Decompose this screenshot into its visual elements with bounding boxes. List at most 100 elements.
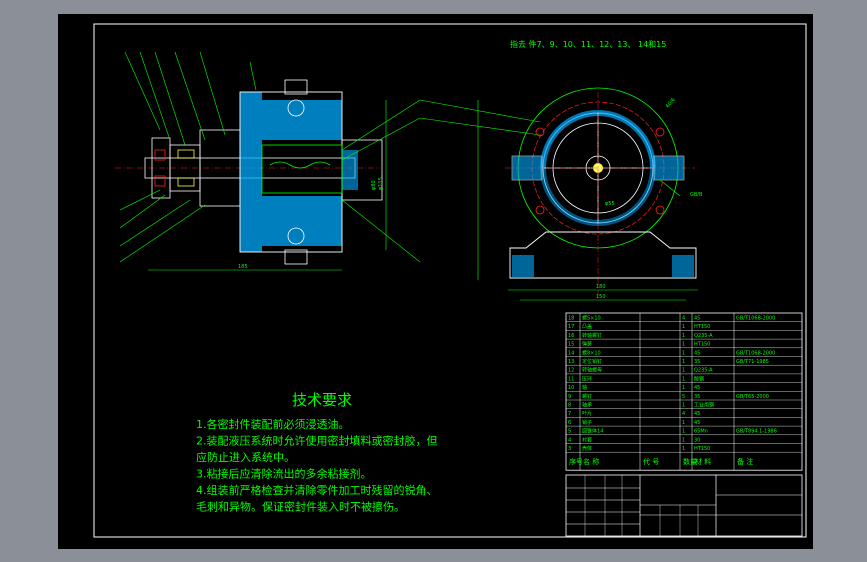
dim-base-width-2: 150 [596,294,606,300]
bom-cell: 螺钉 [582,393,592,400]
end-view: 180 150 φ55 60/6 GB/B [477,87,703,301]
bom-cell: GB/T65-2000 [736,394,769,400]
bom-cell: 酸钢 [694,375,704,382]
bom-cell: 35 [694,394,700,400]
dim-vertical-1: φ115 [378,177,384,190]
bom-cell: 4 [682,411,685,417]
bom-cell: 1 [682,437,685,443]
bom-cell: 弹簧 [582,341,592,348]
dim-length-left: 185 [238,264,248,270]
bom-cell: 工业用钢 [694,402,714,409]
bom-header-cell: 材 料 [695,457,711,466]
bom-cell: 螺5×10 [582,315,601,322]
dim-angle: 60/6 [665,97,677,109]
bom-cell: Q235-A [694,368,713,374]
bom-cell: 1 [682,429,685,435]
bom-cell: 1 [682,420,685,426]
bom-cell: HT150 [694,324,710,330]
header-note: 指去 件7、9、10、11、12、13、 14和15 [510,39,666,49]
bom-cell: 45 [694,350,700,356]
bom-cell: 螺8×10 [582,349,601,356]
bom-frame [565,312,803,471]
bom-cell: 5 [682,394,685,400]
bom-cell: 65Mn [694,429,708,435]
bom-cell: 轴 [582,384,587,391]
bom-cell: 45 [694,316,700,322]
bom-header-cell: 备 注 [737,457,753,466]
bom-cell: 转轴螺母 [582,367,602,374]
bom-cell: HT150 [694,342,710,348]
bom-header-cell: 序号 [569,457,583,466]
bom-header-cell: 名 称 [583,457,599,466]
bom-cell: 转轴螺钉 [582,332,602,339]
bom-cell: 10 [568,385,574,391]
drawing-border [93,23,807,538]
bom-cell: 6 [568,420,571,426]
bom-cell: 5 [568,429,571,435]
bom-cell: 1 [682,324,685,330]
bom-cell: Q235-A [694,333,713,339]
bom-cell: 14 [568,350,574,356]
tech-line: 1.各密封件装配前必须浸透油。 [196,417,350,431]
bom-cell: 1 [682,350,685,356]
bom-cell: 15 [568,342,574,348]
bom-header-cell: 数量 [683,457,697,466]
bom-cell: 35 [694,359,700,365]
bom-cell: 8 [568,403,571,409]
bom-cell: 壳体 [582,445,592,452]
bom-cell: GB/T1068-2000 [736,350,775,356]
bom-cell: 1 [682,403,685,409]
tech-line: 应防止进入系统中。 [196,450,295,464]
bom-cell: 18 [568,316,574,322]
bom-cell: 1 [682,446,685,452]
bom-cell: 叶片 [582,410,592,417]
tech-line: 4.组装前严格检查并清除零件加工时残留的锐角、 [196,483,438,497]
bom-cell: 30 [694,437,700,443]
bom-cell: 11 [568,376,574,382]
bom-cell: 1 [682,376,685,382]
bom-cell: 13 [568,359,574,365]
bom-cell: 定位销钉 [582,358,602,365]
bom-cell: 1 [682,333,685,339]
bom-cell: 16 [568,333,574,339]
title-block [565,474,803,537]
bom-cell: 12 [568,368,574,374]
tech-line: 3.粘接后应清除流出的多余粘接剂。 [196,467,372,481]
section-view: 185 φ115 φ80 [115,51,541,271]
technical-requirements: 技术要求 1.各密封件装配前必须浸透油。 2.装配液压系统时允许使用密封填料或密封… [196,391,438,514]
bom-cell: 4 [682,316,685,322]
bom-cell: GB/T71-1985 [736,359,769,365]
bom-cell: 1 [682,385,685,391]
bom-cell: 4 [568,437,571,443]
bom-cell: 轴承 [582,402,592,409]
bom-cell: 17 [568,324,574,330]
bom-cell: 45 [694,411,700,417]
tech-lines-group: 1.各密封件装配前必须浸透油。 2.装配液压系统时允许使用密封填料或密封胶，但 应… [196,417,438,514]
bom-cell: 凸盖 [582,323,592,330]
dim-diameter: φ55 [605,201,615,207]
bom-cell: 压环 [582,376,592,382]
bom-cell: 1 [682,359,685,365]
bom-cell: 7 [568,411,571,417]
bom-cell: 45 [694,385,700,391]
bom-cell: 9 [568,394,571,400]
bom-cell: 销子 [582,419,592,426]
tech-title: 技术要求 [292,391,352,409]
bom-header-cell: 代 号 [643,457,659,466]
bom-cell: 45 [694,420,700,426]
bom-cell: GB/T894.1-1986 [736,429,777,435]
bom-cell: 衬套 [582,436,592,443]
dim-vertical-2: φ80 [371,180,377,190]
tech-line: 毛刺和异物。保证密封件装入时不被擦伤。 [196,500,405,514]
bom-cell: GB/T1068-2000 [736,316,775,322]
drawing-paper [58,14,813,549]
dim-side: GB/B [690,192,703,198]
bom-cell: 1 [682,368,685,374]
bom-cell: HT150 [694,446,710,452]
bom-cell: 1 [682,342,685,348]
dim-base-width: 180 [596,284,606,290]
bom-cell: 圆锥体14 [582,428,603,435]
tech-line: 2.装配液压系统时允许使用密封填料或密封胶，但 [196,434,438,448]
